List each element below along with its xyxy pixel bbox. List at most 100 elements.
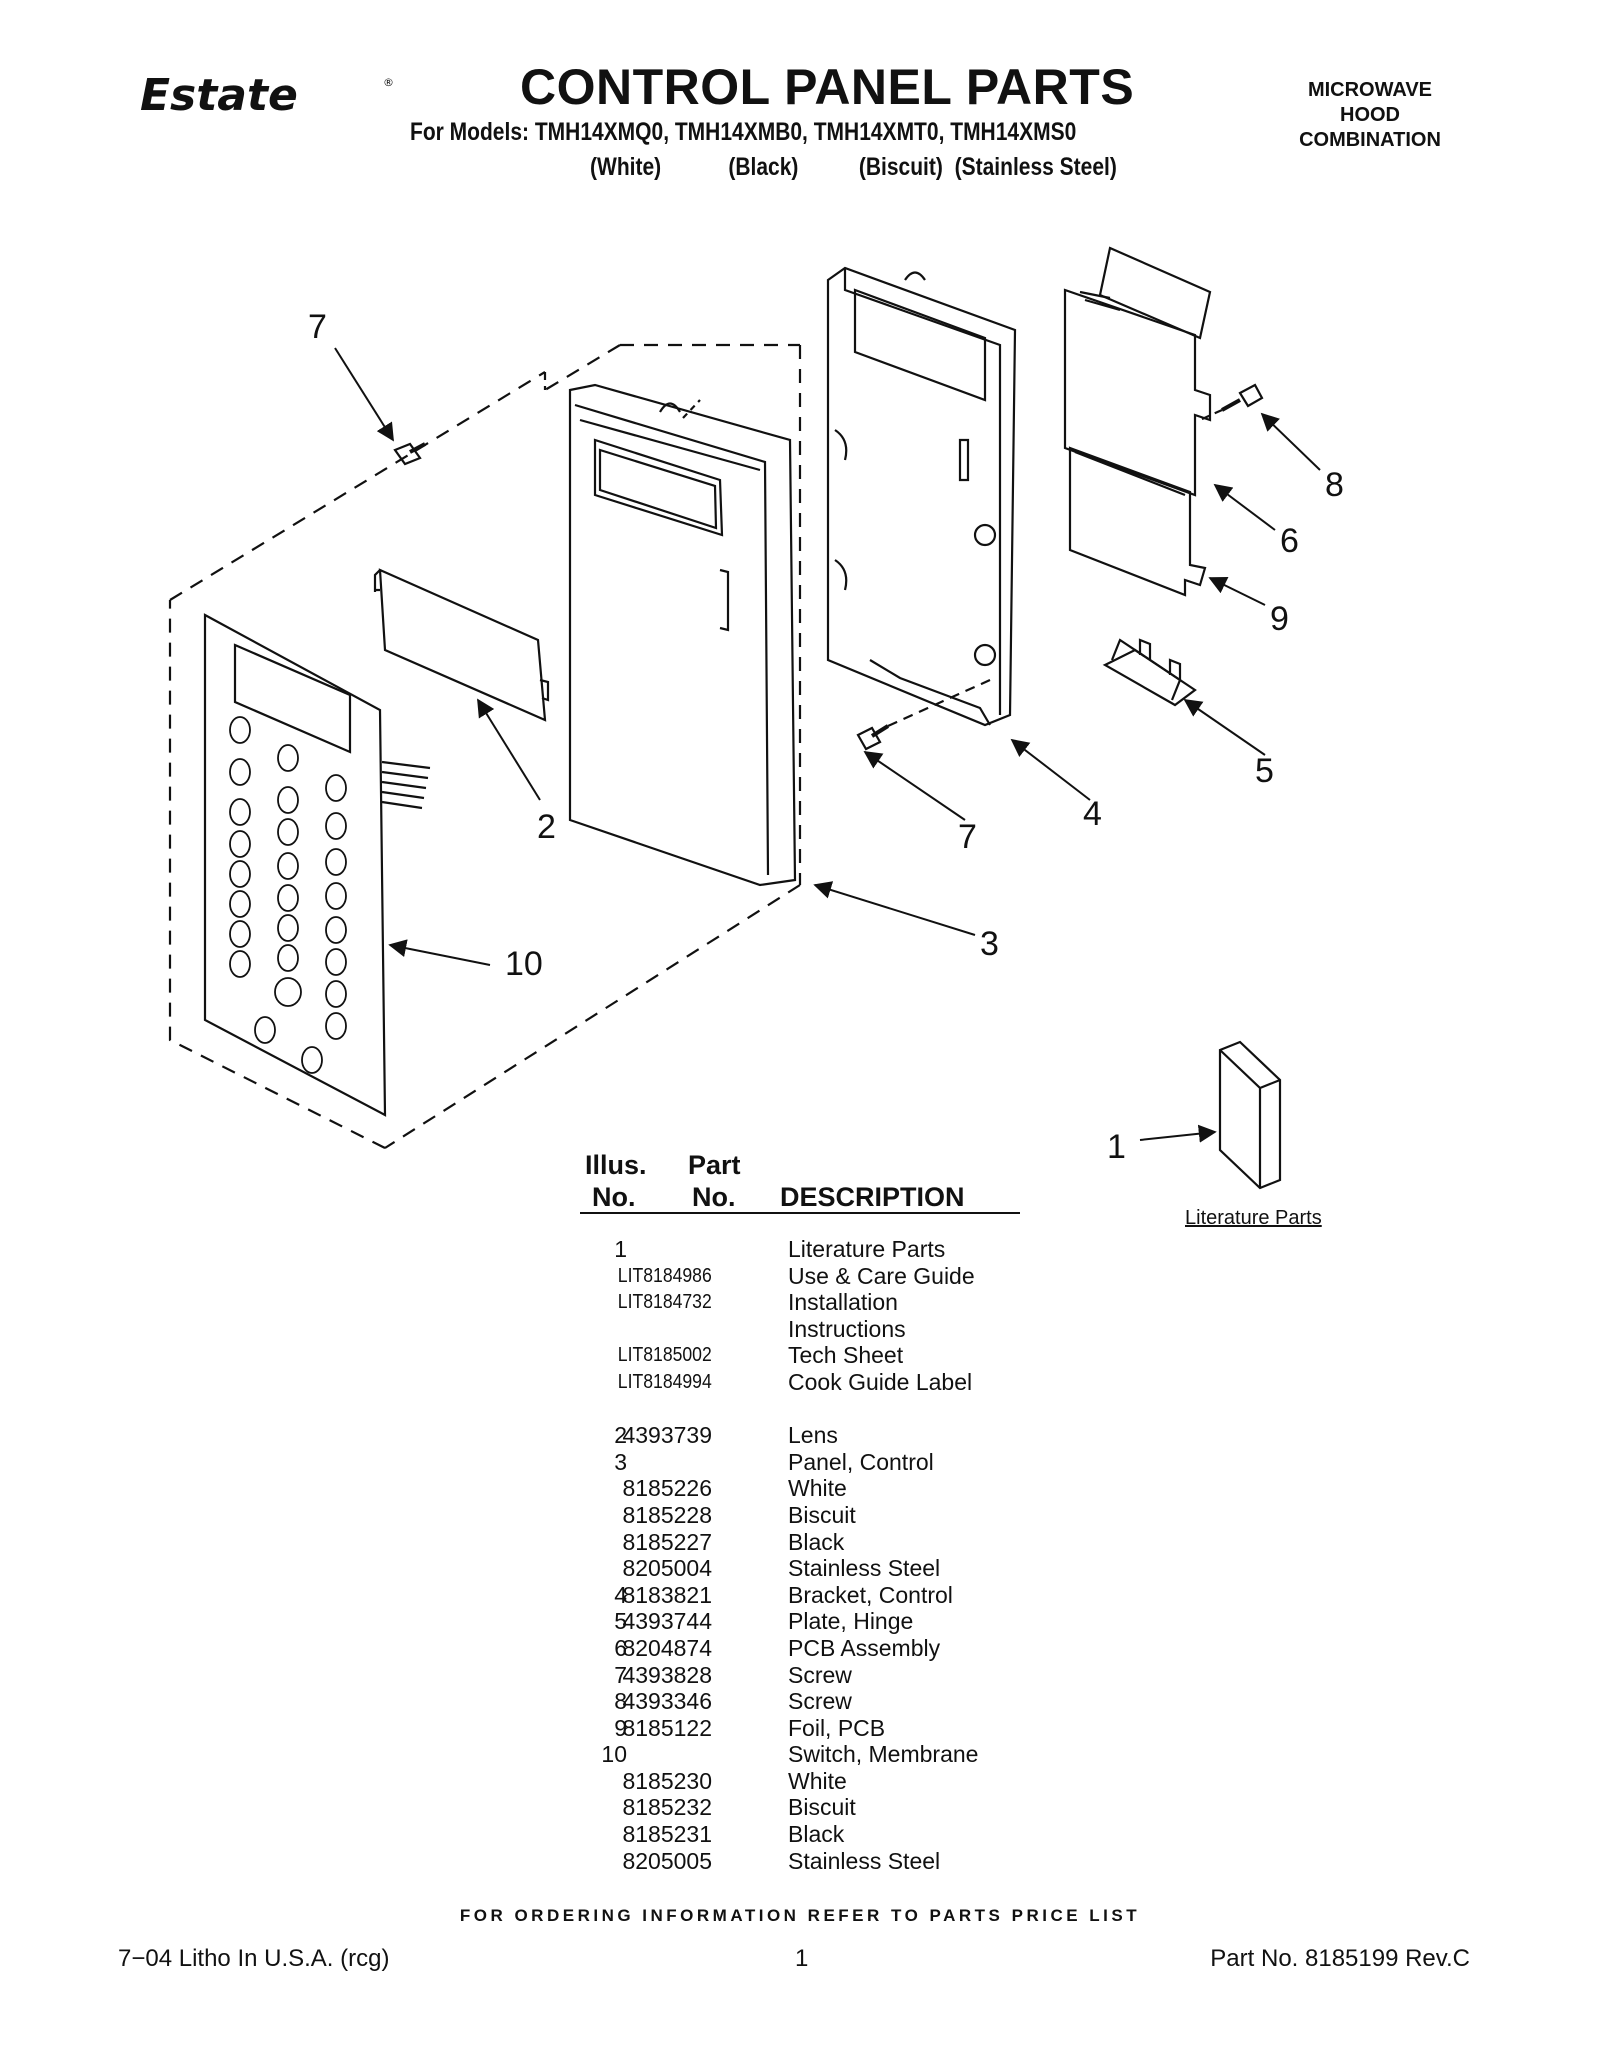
page-title: CONTROL PANEL PARTS <box>520 59 1135 115</box>
parts-row: Instructions <box>560 1316 1080 1343</box>
callout-9: 9 <box>1270 600 1289 638</box>
category-line: MICROWAVE <box>1307 79 1433 101</box>
part-description: Screw <box>788 1661 852 1688</box>
part-description: Screw <box>788 1688 852 1715</box>
header-illus-line2: No. <box>592 1182 636 1212</box>
callout-5: 5 <box>1255 752 1274 790</box>
variant-white: (White) <box>590 153 662 181</box>
estate-logo-wordmark: Estate <box>140 70 298 120</box>
callout-2: 2 <box>537 808 556 846</box>
part-description: Literature Parts <box>788 1236 946 1262</box>
screw-7-bottom <box>856 678 991 751</box>
parts-row: 8185232 Biscuit <box>560 1794 1080 1821</box>
model-variants: (White)(Black)(Biscuit)(Stainless Steel) <box>590 153 1117 182</box>
pcb-assembly-part <box>1063 246 1212 497</box>
part-no: 4393346 <box>622 1688 712 1715</box>
part-description: White <box>788 1475 847 1502</box>
part-description: Stainless Steel <box>788 1847 941 1874</box>
part-no: 8185122 <box>622 1714 712 1741</box>
screw-8 <box>1199 383 1264 422</box>
membrane-switch-part <box>203 613 431 1117</box>
callout-10: 10 <box>505 945 543 983</box>
part-no: LIT8184732 <box>618 1291 712 1314</box>
part-no: LIT8184994 <box>618 1370 712 1393</box>
part-description: Panel, Control <box>788 1448 934 1475</box>
document-part-number: Part No. 8185199 Rev.C <box>1210 1945 1470 1972</box>
part-description: Lens <box>788 1422 838 1449</box>
hinge-plate-part <box>1102 638 1197 707</box>
parts-row: 3 Panel, Control <box>560 1449 1080 1476</box>
parts-row: LIT8184732 Installation <box>560 1289 1080 1316</box>
category-line: HOOD <box>1340 104 1400 126</box>
variant-biscuit: (Biscuit) <box>858 153 943 181</box>
estate-logo: Estate ® <box>140 70 394 120</box>
control-bracket-part <box>826 266 1017 727</box>
illus-no: 7 <box>614 1661 627 1688</box>
illus-no: 1 <box>614 1236 627 1262</box>
part-description: Installation <box>788 1289 898 1316</box>
svg-text:®: ® <box>383 76 394 89</box>
illus-no: 4 <box>614 1581 627 1608</box>
part-description: Instructions <box>788 1315 906 1342</box>
part-no: 8205004 <box>622 1555 712 1582</box>
callout-1: 1 <box>1107 1128 1126 1166</box>
screw-7-top <box>393 442 426 466</box>
illus-no: 10 <box>601 1741 627 1768</box>
part-description: Black <box>788 1821 845 1848</box>
illus-no: 8 <box>614 1688 627 1715</box>
header-rule <box>580 1212 1020 1214</box>
part-no: 8183821 <box>622 1581 712 1608</box>
part-no: 8185232 <box>622 1794 712 1821</box>
parts-row: 8205004 Stainless Steel <box>560 1555 1080 1582</box>
illus-no: 2 <box>614 1422 627 1449</box>
category-line: COMBINATION <box>1299 129 1441 151</box>
page-number: 1 <box>795 1945 809 1972</box>
part-description: Stainless Steel <box>788 1555 941 1582</box>
illus-no: 3 <box>614 1448 627 1475</box>
part-description: PCB Assembly <box>788 1634 941 1661</box>
callout-8: 8 <box>1325 466 1344 504</box>
callout-7-top: 7 <box>308 308 327 346</box>
illus-no: 6 <box>614 1634 627 1661</box>
callout-7-bottom: 7 <box>958 818 977 856</box>
header-part-line2: No. <box>692 1182 736 1212</box>
part-description: Biscuit <box>788 1794 856 1821</box>
litho-info: 7−04 Litho In U.S.A. (rcg) <box>118 1945 390 1972</box>
part-description: Bracket, Control <box>788 1581 953 1608</box>
literature-part <box>1218 1040 1282 1190</box>
parts-row <box>560 1396 1080 1423</box>
part-no: 8185228 <box>622 1501 712 1528</box>
part-no: 4393739 <box>622 1422 712 1449</box>
illus-no: 5 <box>614 1608 627 1635</box>
callout-6: 6 <box>1280 522 1299 560</box>
header-illus-line1: Illus. <box>585 1150 647 1180</box>
part-description: Plate, Hinge <box>788 1608 914 1635</box>
literature-parts-caption: Literature Parts <box>1185 1207 1322 1229</box>
variant-stainless: (Stainless Steel) <box>954 153 1117 181</box>
part-description: Tech Sheet <box>788 1342 904 1369</box>
control-panel-part <box>568 383 797 887</box>
models-line: For Models: TMH14XMQ0, TMH14XMB0, TMH14X… <box>410 118 1077 146</box>
part-no: 8204874 <box>622 1634 712 1661</box>
part-no: 8185227 <box>622 1528 712 1555</box>
part-no: LIT8184986 <box>618 1264 712 1287</box>
header-part-line1: Part <box>688 1150 741 1180</box>
part-description: White <box>788 1767 847 1794</box>
lens-part <box>373 568 550 722</box>
